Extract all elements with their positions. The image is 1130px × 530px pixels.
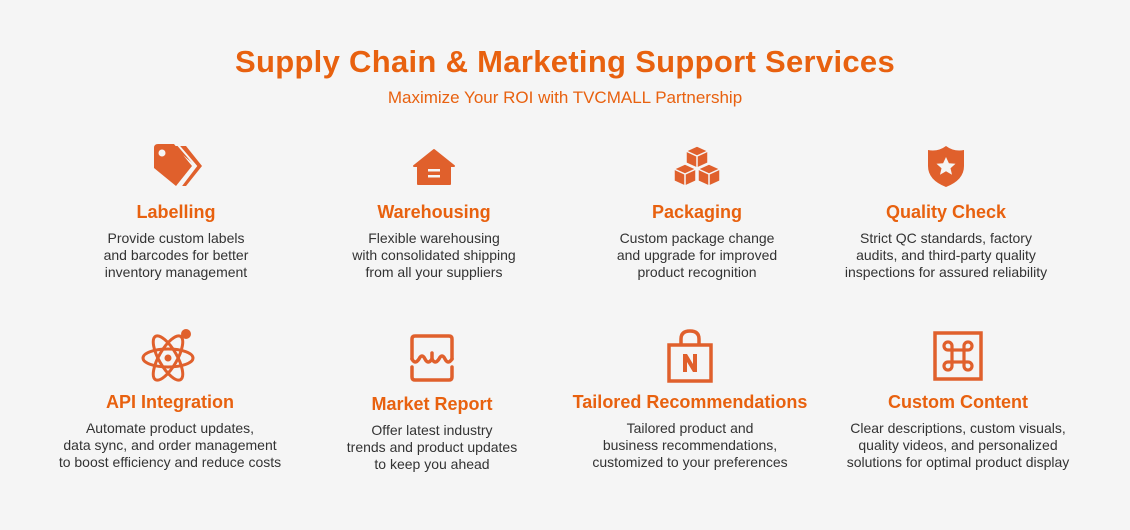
service-title: API Integration (105, 392, 234, 412)
service-card-packaging: Packaging Custom package change and upgr… (557, 140, 837, 281)
service-desc: Automate product updates, data sync, and… (58, 420, 282, 470)
service-desc: Clear descriptions, custom visuals, qual… (846, 420, 1070, 470)
page-subtitle: Maximize Your ROI with TVCMALL Partnersh… (387, 88, 743, 107)
boxes-icon (557, 140, 837, 192)
service-card-warehousing: Warehousing Flexible warehousing with co… (294, 140, 574, 281)
service-desc: Custom package change and upgrade for im… (616, 230, 778, 280)
warehouse-icon (294, 140, 574, 192)
service-card-labelling: Labelling Provide custom labels and barc… (36, 140, 316, 281)
shield-star-icon (806, 140, 1086, 192)
service-desc: Offer latest industry trends and product… (346, 422, 518, 472)
service-desc: Flexible warehousing with consolidated s… (352, 230, 516, 280)
service-title: Quality Check (885, 202, 1007, 222)
page-title: Supply Chain & Marketing Support Service… (235, 44, 895, 79)
service-title: Warehousing (377, 202, 491, 222)
storefront-icon (292, 332, 572, 384)
service-title: Tailored Recommendations (572, 392, 808, 412)
service-title: Custom Content (888, 392, 1028, 412)
service-desc: Strict QC standards, factory audits, and… (844, 230, 1048, 280)
service-title: Packaging (651, 202, 743, 222)
service-title: Labelling (136, 202, 216, 222)
service-title: Market Report (371, 394, 493, 414)
service-desc: Provide custom labels and barcodes for b… (103, 230, 249, 280)
command-icon (818, 330, 1098, 382)
service-card-tailored-recommendations: Tailored Recommendations Tailored produc… (550, 329, 830, 471)
service-desc: Tailored product and business recommenda… (592, 420, 788, 470)
shopping-bag-icon (550, 329, 830, 383)
service-card-api-integration: API Integration Automate product updates… (30, 329, 310, 471)
atom-icon (30, 329, 310, 382)
service-card-market-report: Market Report Offer latest industry tren… (292, 332, 572, 473)
service-card-quality-check: Quality Check Strict QC standards, facto… (806, 140, 1086, 281)
tag-icon (36, 140, 316, 192)
service-card-custom-content: Custom Content Clear descriptions, custo… (818, 330, 1098, 471)
